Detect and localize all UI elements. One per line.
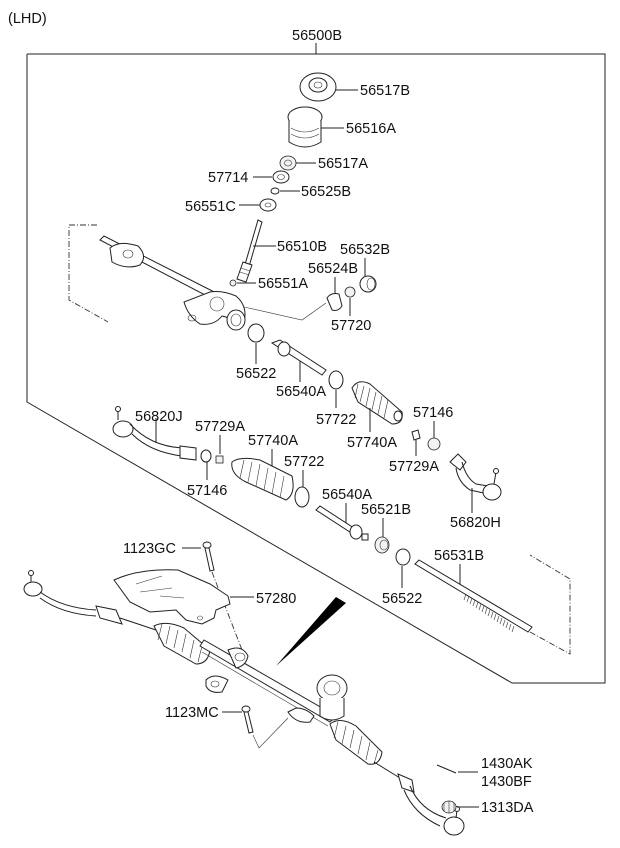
label-57740A-right[interactable]: 57740A bbox=[347, 435, 397, 451]
part-gear-housing[interactable] bbox=[99, 235, 246, 331]
part-57722-left[interactable] bbox=[294, 486, 310, 508]
part-56510B[interactable] bbox=[236, 219, 263, 283]
part-57729A-right[interactable] bbox=[411, 429, 421, 441]
part-1123MC[interactable] bbox=[241, 705, 254, 734]
part-56551A[interactable] bbox=[229, 279, 237, 287]
label-57722-left[interactable]: 57722 bbox=[284, 454, 324, 470]
label-56521B[interactable]: 56521B bbox=[361, 502, 411, 518]
bolt-guide-1123GC bbox=[211, 571, 243, 651]
part-1430AK[interactable] bbox=[436, 764, 457, 774]
part-56531B[interactable] bbox=[414, 559, 533, 633]
leader-housing-group bbox=[243, 302, 327, 321]
label-56510B[interactable]: 56510B bbox=[277, 239, 327, 255]
part-57146-right[interactable] bbox=[427, 437, 441, 451]
part-56820H[interactable] bbox=[449, 453, 502, 501]
label-56516A[interactable]: 56516A bbox=[346, 121, 396, 137]
rack-outline-lower bbox=[529, 554, 571, 655]
part-56551C[interactable] bbox=[259, 198, 277, 212]
part-56540A-top[interactable] bbox=[270, 339, 327, 376]
part-57720[interactable] bbox=[344, 286, 356, 298]
part-56521B[interactable] bbox=[374, 536, 390, 554]
label-56820H[interactable]: 56820H bbox=[450, 515, 501, 531]
label-57722-top[interactable]: 57722 bbox=[316, 412, 356, 428]
label-1430AK[interactable]: 1430AK bbox=[481, 756, 533, 772]
part-57722-top[interactable] bbox=[328, 370, 344, 390]
label-57729A-right[interactable]: 57729A bbox=[389, 459, 439, 475]
label-56551A[interactable]: 56551A bbox=[258, 276, 308, 292]
label-56820J[interactable]: 56820J bbox=[135, 409, 183, 425]
part-steering-gear-assembly[interactable] bbox=[23, 570, 465, 836]
part-56525B[interactable] bbox=[270, 187, 280, 195]
part-56517B[interactable] bbox=[299, 72, 337, 102]
label-57146-left[interactable]: 57146 bbox=[187, 483, 227, 499]
label-56540A-mid[interactable]: 56540A bbox=[322, 487, 372, 503]
part-57740A-right[interactable] bbox=[351, 381, 403, 425]
part-56522-mid[interactable] bbox=[395, 548, 411, 566]
part-1313DA[interactable] bbox=[441, 800, 457, 814]
label-56525B[interactable]: 56525B bbox=[301, 184, 351, 200]
part-57146-left[interactable] bbox=[200, 449, 212, 463]
label-57720[interactable]: 57720 bbox=[331, 318, 371, 334]
label-57146-right[interactable]: 57146 bbox=[413, 405, 453, 421]
part-56516A[interactable] bbox=[287, 106, 323, 148]
label-56517A[interactable]: 56517A bbox=[318, 156, 368, 172]
part-57740A-left[interactable] bbox=[231, 457, 294, 501]
label-57729A-left[interactable]: 57729A bbox=[195, 419, 245, 435]
variant-label: (LHD) bbox=[8, 11, 47, 27]
label-1430BF[interactable]: 1430BF bbox=[481, 774, 532, 790]
label-56522-mid[interactable]: 56522 bbox=[382, 591, 422, 607]
assembly-boundary bbox=[26, 53, 606, 684]
part-57714[interactable] bbox=[272, 170, 290, 184]
label-56551C[interactable]: 56551C bbox=[185, 199, 236, 215]
label-56540A-top[interactable]: 56540A bbox=[276, 384, 326, 400]
part-57729A-left[interactable] bbox=[215, 455, 224, 464]
part-56522-top[interactable] bbox=[247, 323, 265, 343]
label-56524B[interactable]: 56524B bbox=[308, 261, 358, 277]
part-56540A-mid[interactable] bbox=[315, 505, 369, 541]
label-1123GC[interactable]: 1123GC bbox=[123, 541, 176, 557]
label-1123MC[interactable]: 1123MC bbox=[165, 705, 219, 721]
label-56531B[interactable]: 56531B bbox=[434, 548, 484, 564]
rack-outline-upper bbox=[68, 224, 109, 323]
label-56522-top[interactable]: 56522 bbox=[236, 366, 276, 382]
label-57714[interactable]: 57714 bbox=[208, 170, 248, 186]
assembly-part-number[interactable]: 56500B bbox=[292, 28, 342, 44]
bolt-guide-1123MC bbox=[252, 717, 289, 749]
label-57740A-left[interactable]: 57740A bbox=[248, 433, 298, 449]
part-1123GC[interactable] bbox=[202, 541, 215, 572]
label-56517B[interactable]: 56517B bbox=[360, 83, 410, 99]
part-57280[interactable] bbox=[113, 569, 231, 625]
part-56532B[interactable] bbox=[359, 275, 377, 293]
label-56532B[interactable]: 56532B bbox=[340, 242, 390, 258]
label-1313DA[interactable]: 1313DA bbox=[481, 800, 534, 816]
part-56517A[interactable] bbox=[279, 155, 297, 171]
part-56524B[interactable] bbox=[326, 293, 343, 311]
part-56820J[interactable] bbox=[112, 406, 197, 461]
label-57280[interactable]: 57280 bbox=[256, 591, 296, 607]
assembly-arrow-icon bbox=[276, 597, 346, 666]
